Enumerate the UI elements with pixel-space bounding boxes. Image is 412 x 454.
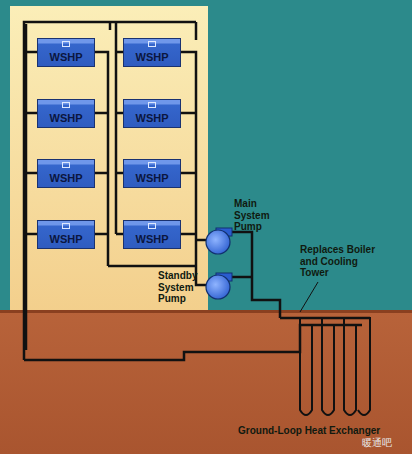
component-label: Ground-Loop Heat Exchanger bbox=[238, 425, 408, 437]
unit-label: WSHP bbox=[48, 233, 85, 248]
pump-label: Main System Pump bbox=[234, 198, 294, 233]
unit-detail bbox=[62, 223, 70, 229]
unit-label: WSHP bbox=[48, 112, 85, 127]
pump-symbol bbox=[206, 228, 232, 299]
heat-pump-box: WSHP bbox=[123, 159, 181, 188]
heat-pump-box: WSHP bbox=[37, 99, 95, 128]
unit-detail bbox=[62, 41, 70, 47]
unit-label: WSHP bbox=[134, 233, 171, 248]
unit-detail bbox=[148, 41, 156, 47]
heat-pump-box: WSHP bbox=[37, 220, 95, 249]
unit-label: WSHP bbox=[134, 172, 171, 187]
watermark: 暖通吧 bbox=[362, 437, 408, 449]
unit-label: WSHP bbox=[134, 51, 171, 66]
unit-detail bbox=[62, 102, 70, 108]
unit-detail bbox=[62, 162, 70, 168]
unit-label: WSHP bbox=[134, 112, 171, 127]
heat-pump-box: WSHP bbox=[123, 220, 181, 249]
heat-pump-box: WSHP bbox=[123, 38, 181, 67]
unit-label: WSHP bbox=[48, 51, 85, 66]
heat-pump-box: WSHP bbox=[37, 38, 95, 67]
unit-label: WSHP bbox=[48, 172, 85, 187]
heat-pump-box: WSHP bbox=[37, 159, 95, 188]
unit-detail bbox=[148, 162, 156, 168]
pump-label: Standby System Pump bbox=[158, 270, 210, 305]
unit-detail bbox=[148, 102, 156, 108]
unit-detail bbox=[148, 223, 156, 229]
heat-pump-box: WSHP bbox=[123, 99, 181, 128]
note-label: Replaces Boiler and Cooling Tower bbox=[300, 244, 378, 279]
